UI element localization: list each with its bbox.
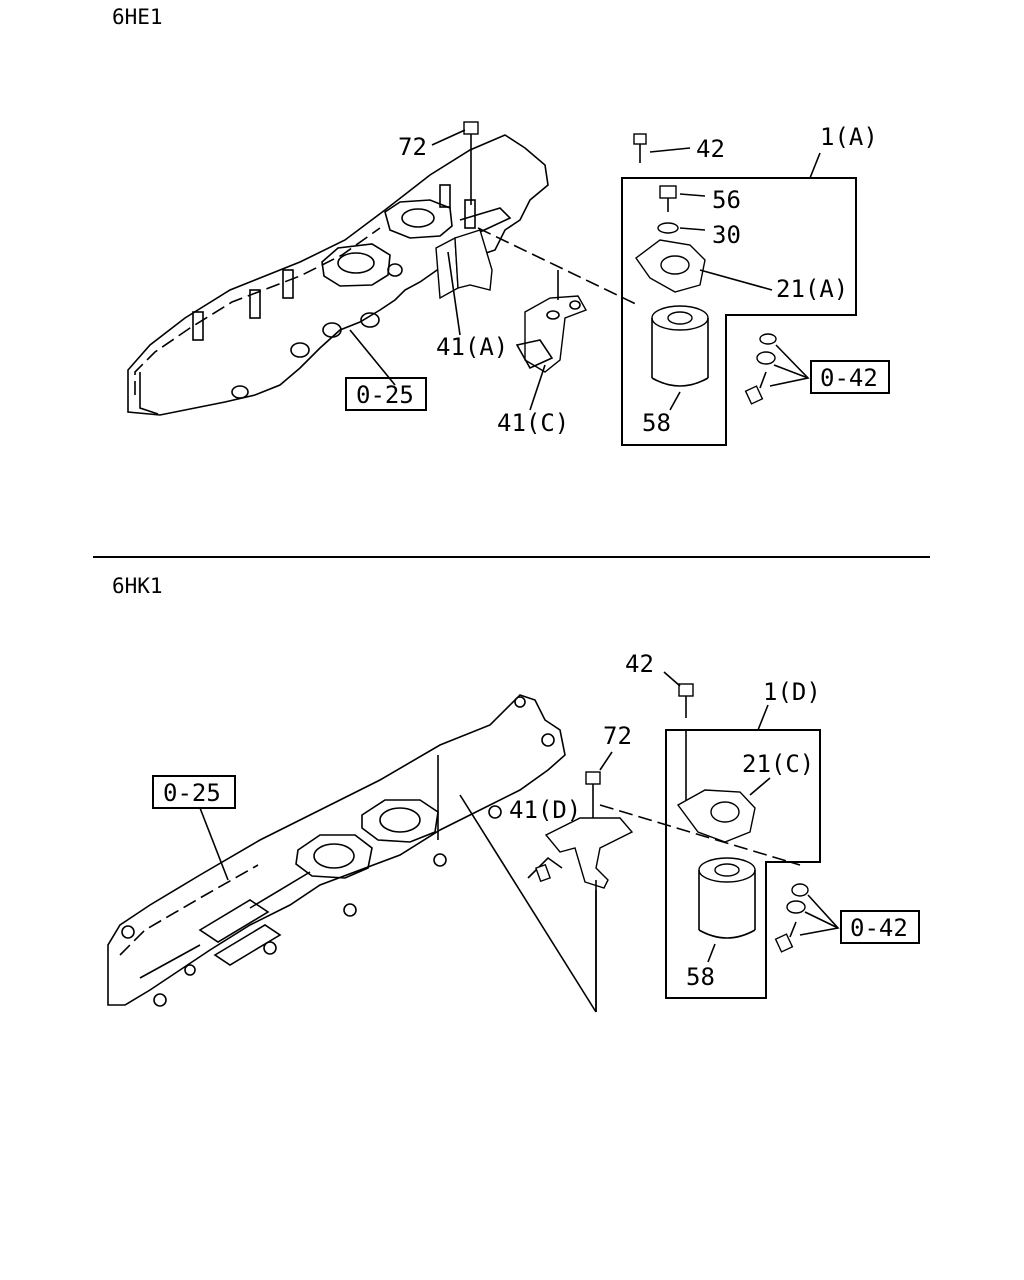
bolt-set-0-42: [774, 883, 840, 953]
oil-filter: [698, 857, 756, 963]
filter-head: [635, 239, 773, 293]
callout-72: 72: [603, 722, 632, 750]
section-6he1: 6HE1: [112, 5, 890, 446]
callout-30: 30: [712, 221, 741, 249]
bracket-41a: [435, 207, 512, 300]
callout-72: 72: [398, 133, 427, 161]
callout-1a: 1(A): [820, 123, 878, 151]
callout-42: 42: [696, 135, 725, 163]
assembly-box: [665, 729, 821, 999]
callout-41d: 41(D): [509, 796, 581, 824]
callout-41c: 41(C): [497, 409, 569, 437]
bolt-set-0-42: [744, 333, 810, 405]
ref-manifold: 0-25: [163, 779, 221, 807]
callout-58: 58: [686, 963, 715, 991]
assembly-box: [621, 177, 857, 446]
callout-56: 56: [712, 186, 741, 214]
callout-21c: 21(C): [742, 750, 814, 778]
bolt-42: [663, 671, 694, 800]
exhaust-manifold: [107, 694, 566, 1007]
callout-58: 58: [642, 409, 671, 437]
section-6hk1: 6HK1: [107, 574, 920, 1013]
oil-filter: [651, 305, 709, 411]
callout-41a: 41(A): [436, 333, 508, 361]
callout-1d: 1(D): [763, 678, 821, 706]
exhaust-manifold: [127, 134, 549, 416]
bracket-41d: [527, 817, 634, 1012]
washer-30: [657, 222, 706, 234]
callout-21a: 21(A): [776, 275, 848, 303]
callout-42: 42: [625, 650, 654, 678]
bracket-41c: [515, 295, 588, 373]
plug-56: [659, 185, 706, 212]
section-title: 6HK1: [112, 574, 163, 598]
ref-manifold: 0-25: [356, 381, 414, 409]
bolt-42: [633, 133, 691, 163]
bolt-72: [463, 121, 479, 205]
ref-bolts: 0-42: [820, 364, 878, 392]
filter-head: [676, 777, 771, 843]
ref-bolts: 0-42: [850, 914, 908, 942]
section-title: 6HE1: [112, 5, 163, 29]
nut-72: [585, 751, 613, 818]
